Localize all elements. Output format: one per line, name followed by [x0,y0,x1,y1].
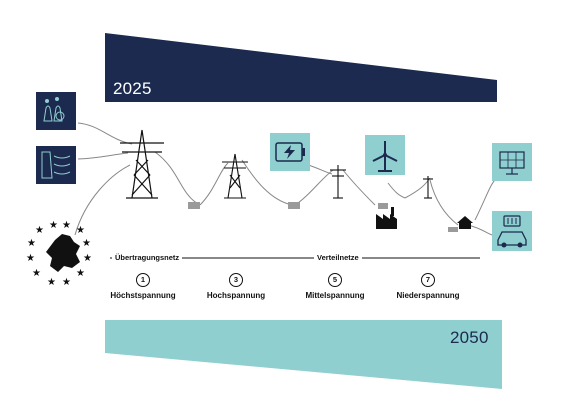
svg-text:★: ★ [49,220,58,231]
svg-text:★: ★ [32,268,41,279]
house-icon [457,216,473,229]
distribution-network-label: Verteilnetze [314,253,362,262]
solar-panel-icon [492,143,532,181]
electric-car-charging-icon [492,211,532,251]
transmission-network-label: Übertragungsnetz [112,253,183,262]
year-2025-label: 2025 [113,79,152,98]
substation-icon [448,227,458,232]
battery-storage-icon [270,133,310,171]
svg-text:★: ★ [83,253,92,264]
voltage-level-label: Höchstspannung [110,291,176,300]
svg-text:★: ★ [26,253,35,264]
voltage-level-number: 3 [229,273,243,287]
svg-text:★: ★ [76,268,85,279]
voltage-level-number: 1 [136,273,150,287]
svg-text:★: ★ [35,225,44,236]
svg-text:★: ★ [62,220,71,231]
europe-map-icon: ★ ★ ★ ★ ★ ★ ★ ★ ★ ★ ★ ★ [26,220,92,288]
voltage-level-label: Mittelspannung [305,291,365,300]
nuclear-plant-icon [36,92,76,130]
substation-icon [378,203,388,209]
wind-turbine-icon [365,135,405,175]
pole-medium-voltage-icon [330,165,346,199]
factory-icon [376,207,397,229]
year-2050-label: 2050 [450,328,489,347]
ribbon-2025 [105,33,497,102]
svg-text:★: ★ [27,238,36,249]
connection-lines [74,122,496,236]
svg-text:★: ★ [62,277,71,288]
voltage-level-label: Niederspannung [396,291,460,300]
voltage-level-number: 7 [421,273,435,287]
svg-text:★: ★ [76,225,85,236]
svg-text:★: ★ [47,277,56,288]
pole-low-voltage-icon [423,176,433,199]
ribbon-2050 [105,320,502,389]
voltage-level-label: Hochspannung [206,291,266,300]
hydro-dam-icon [36,146,76,184]
pylon-large-icon [120,129,164,199]
substation-icon [288,202,300,209]
substation-icon [188,202,200,209]
svg-text:★: ★ [82,238,91,249]
pylon-medium-icon [222,153,248,199]
voltage-level-number: 5 [328,273,342,287]
